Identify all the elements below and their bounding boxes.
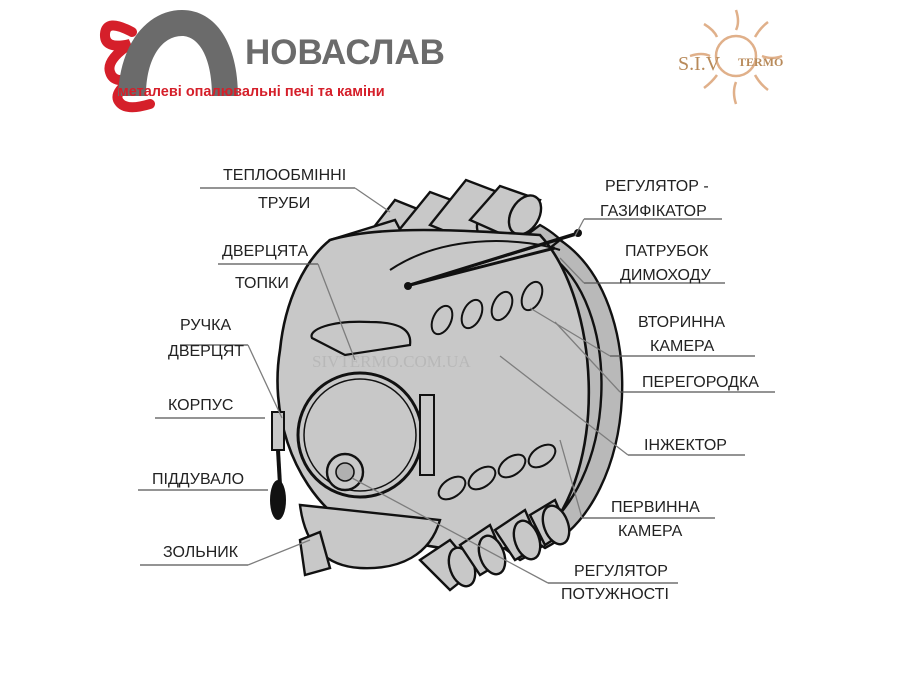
labels: ТЕПЛООБМІННІ ТРУБИ ДВЕРЦЯТА ТОПКИ РУЧКА … bbox=[152, 167, 759, 603]
svg-text:ІНЖЕКТОР: ІНЖЕКТОР bbox=[644, 437, 727, 454]
svg-text:ПІДДУВАЛО: ПІДДУВАЛО bbox=[152, 471, 244, 488]
svg-text:РЕГУЛЯТОР -: РЕГУЛЯТОР - bbox=[605, 178, 709, 195]
label-ash-pan: ЗОЛЬНИК bbox=[163, 544, 239, 561]
stove-illustration bbox=[270, 178, 624, 592]
bottom-tubes bbox=[418, 498, 571, 592]
svg-text:ЗОЛЬНИК: ЗОЛЬНИК bbox=[163, 544, 239, 561]
door-handle bbox=[270, 411, 286, 520]
svg-text:КОРПУС: КОРПУС bbox=[168, 397, 233, 414]
leader-lines bbox=[138, 187, 775, 584]
label-secondary-chamber: ВТОРИННА КАМЕРА bbox=[638, 314, 725, 355]
svg-text:ТОПКИ: ТОПКИ bbox=[235, 275, 289, 292]
label-door-handle: РУЧКА ДВЕРЦЯТ bbox=[168, 317, 244, 360]
label-partition: ПЕРЕГОРОДКА bbox=[642, 374, 759, 391]
label-firebox-door: ДВЕРЦЯТА ТОПКИ bbox=[222, 243, 308, 292]
spring-mark-icon bbox=[100, 10, 238, 113]
svg-text:ТЕПЛООБМІННІ: ТЕПЛООБМІННІ bbox=[223, 167, 346, 184]
label-primary-chamber: ПЕРВИННА КАМЕРА bbox=[611, 499, 700, 540]
svg-text:ГАЗИФІКАТОР: ГАЗИФІКАТОР bbox=[600, 203, 707, 220]
svg-text:ПЕРЕГОРОДКА: ПЕРЕГОРОДКА bbox=[642, 374, 759, 391]
label-power-regulator: РЕГУЛЯТОР ПОТУЖНОСТІ bbox=[561, 563, 669, 603]
label-gasifier: РЕГУЛЯТОР - ГАЗИФІКАТОР bbox=[600, 178, 709, 220]
siv-termo-logo: S.I.V TERMO bbox=[678, 9, 783, 105]
svg-text:ДВЕРЦЯТА: ДВЕРЦЯТА bbox=[222, 243, 308, 260]
siv-text: S.I.V bbox=[678, 53, 721, 75]
svg-text:РУЧКА: РУЧКА bbox=[180, 317, 231, 334]
svg-text:РЕГУЛЯТОР: РЕГУЛЯТОР bbox=[574, 563, 668, 580]
brand-name: НОВАСЛАВ bbox=[245, 33, 445, 72]
label-body: КОРПУС bbox=[168, 397, 233, 414]
svg-text:ДВЕРЦЯТ: ДВЕРЦЯТ bbox=[168, 343, 244, 360]
label-chimney: ПАТРУБОК ДИМОХОДУ bbox=[620, 243, 712, 284]
firebox-door bbox=[296, 320, 435, 499]
svg-text:КАМЕРА: КАМЕРА bbox=[618, 523, 683, 540]
svg-text:ПЕРВИННА: ПЕРВИННА bbox=[611, 499, 700, 516]
label-blower: ПІДДУВАЛО bbox=[152, 471, 244, 488]
svg-text:ВТОРИННА: ВТОРИННА bbox=[638, 314, 725, 331]
label-heat-tubes: ТЕПЛООБМІННІ ТРУБИ bbox=[223, 167, 346, 212]
svg-text:ПОТУЖНОСТІ: ПОТУЖНОСТІ bbox=[561, 586, 669, 603]
svg-text:ПАТРУБОК: ПАТРУБОК bbox=[625, 243, 709, 260]
svg-text:КАМЕРА: КАМЕРА bbox=[650, 338, 715, 355]
svg-text:ДИМОХОДУ: ДИМОХОДУ bbox=[620, 267, 712, 284]
sun-icon bbox=[689, 9, 783, 105]
watermark: SIVTERMO.COM.UA bbox=[312, 352, 471, 371]
label-injector: ІНЖЕКТОР bbox=[644, 437, 727, 454]
brand-tagline: металеві опалювальні печі та каміни bbox=[118, 84, 385, 100]
termo-text: TERMO bbox=[738, 55, 783, 69]
svg-text:ТРУБИ: ТРУБИ bbox=[258, 195, 310, 212]
novaslav-logo: НОВАСЛАВ металеві опалювальні печі та ка… bbox=[100, 10, 445, 113]
